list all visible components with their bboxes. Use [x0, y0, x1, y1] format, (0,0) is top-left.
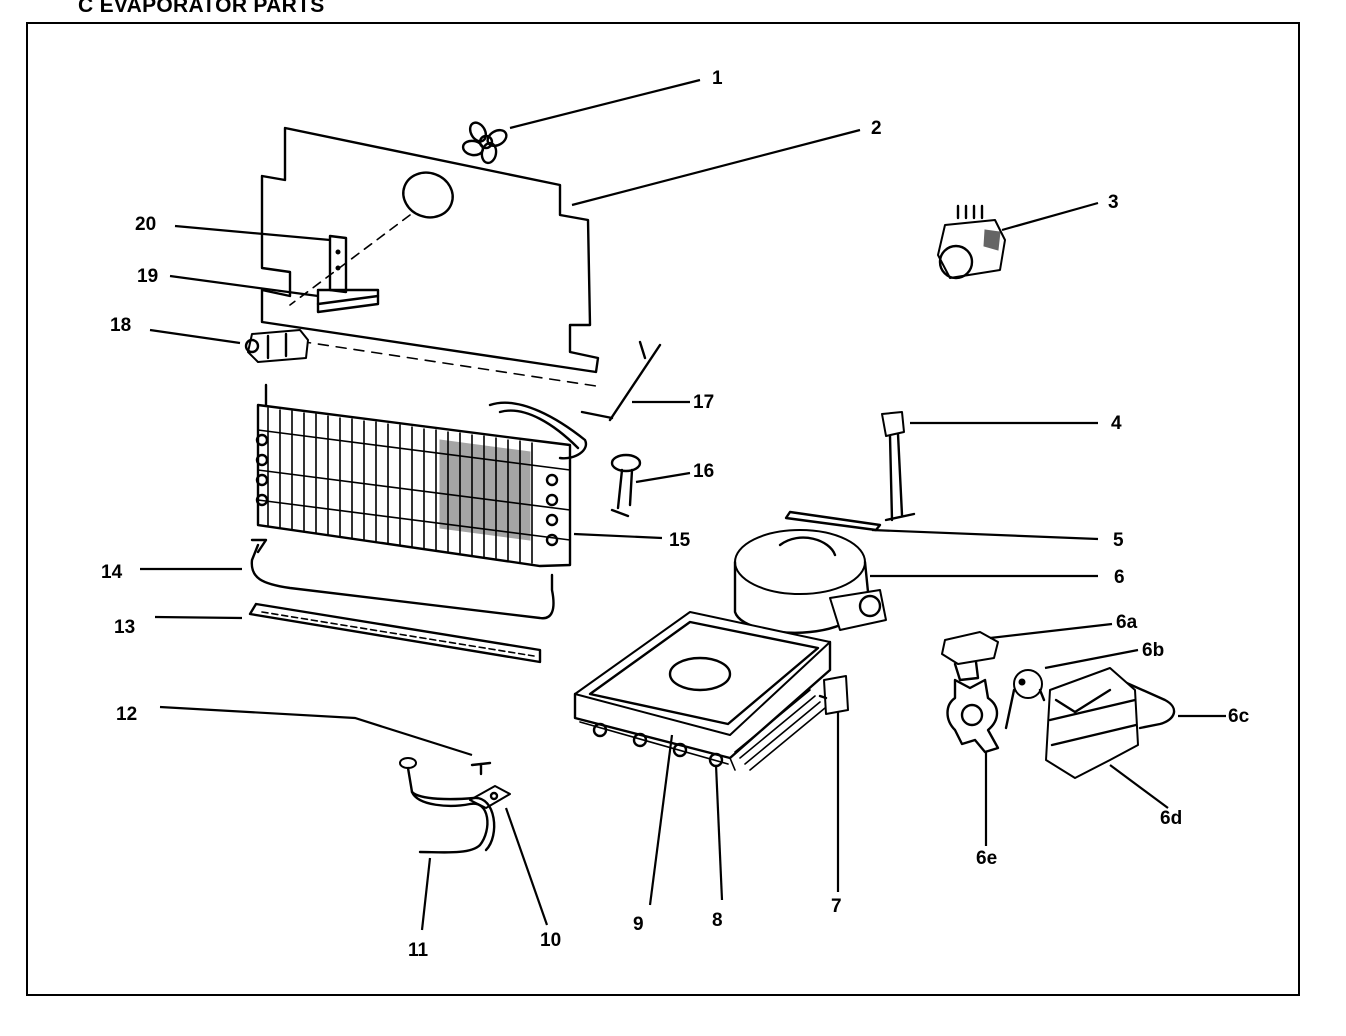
part-label-17: 17: [693, 392, 714, 413]
part-label-16: 16: [693, 461, 714, 482]
drain-cap: [470, 761, 492, 776]
condenser-tray: [573, 611, 832, 771]
part-label-6: 6: [1114, 567, 1125, 588]
part-label-3: 3: [1108, 192, 1119, 213]
terminal-cover: [1045, 667, 1139, 779]
fan-bracket: [328, 234, 348, 294]
mounting-clip: [946, 678, 1000, 754]
part-label-6a: 6a: [1116, 612, 1138, 633]
start-relay: [941, 631, 999, 682]
fan-motor: [244, 329, 309, 363]
fan-motor-mount: [316, 288, 380, 314]
part-label-6e: 6e: [976, 848, 997, 869]
part-label-19: 19: [137, 266, 158, 287]
part-label-5: 5: [1113, 530, 1124, 551]
part-label-4: 4: [1111, 413, 1122, 434]
part-label-6b: 6b: [1142, 640, 1164, 661]
drain-hose: [399, 757, 496, 854]
drain-trough: [248, 602, 542, 664]
defrost-thermostat: [881, 411, 916, 522]
part-label-14: 14: [101, 562, 123, 583]
drain-heater-tube: [250, 538, 555, 620]
part-label-6d: 6d: [1160, 808, 1182, 829]
part-label-8: 8: [712, 910, 723, 931]
part-label-15: 15: [669, 530, 691, 551]
compressor: [733, 529, 887, 634]
defrost-sensor-wire: [580, 340, 662, 422]
page-title: C EVAPORATOR PARTS: [78, 0, 325, 17]
part-label-1: 1: [712, 68, 723, 89]
overload-protector: [1004, 669, 1046, 730]
fan-blade: [461, 121, 508, 165]
evaporator-coil: [255, 383, 588, 568]
part-label-20: 20: [135, 214, 156, 235]
part-label-2: 2: [871, 118, 882, 139]
part-label-12: 12: [116, 704, 137, 725]
small-bracket: [818, 675, 849, 715]
part-label-13: 13: [114, 617, 135, 638]
part-label-11: 11: [408, 940, 429, 961]
thermostat-clip: [610, 453, 642, 518]
part-label-10: 10: [540, 930, 561, 951]
cover-clip-wire: [1118, 678, 1176, 730]
diagram-frame: [26, 22, 1300, 996]
part-label-6c: 6c: [1228, 706, 1250, 727]
leader-lines: [140, 78, 1226, 931]
part-label-9: 9: [633, 914, 644, 935]
capillary-tube: [784, 510, 882, 532]
part-label-18: 18: [110, 315, 131, 336]
evaporator-cover-panel: [260, 126, 600, 387]
part-label-7: 7: [831, 896, 842, 917]
defrost-timer: [937, 204, 1006, 280]
